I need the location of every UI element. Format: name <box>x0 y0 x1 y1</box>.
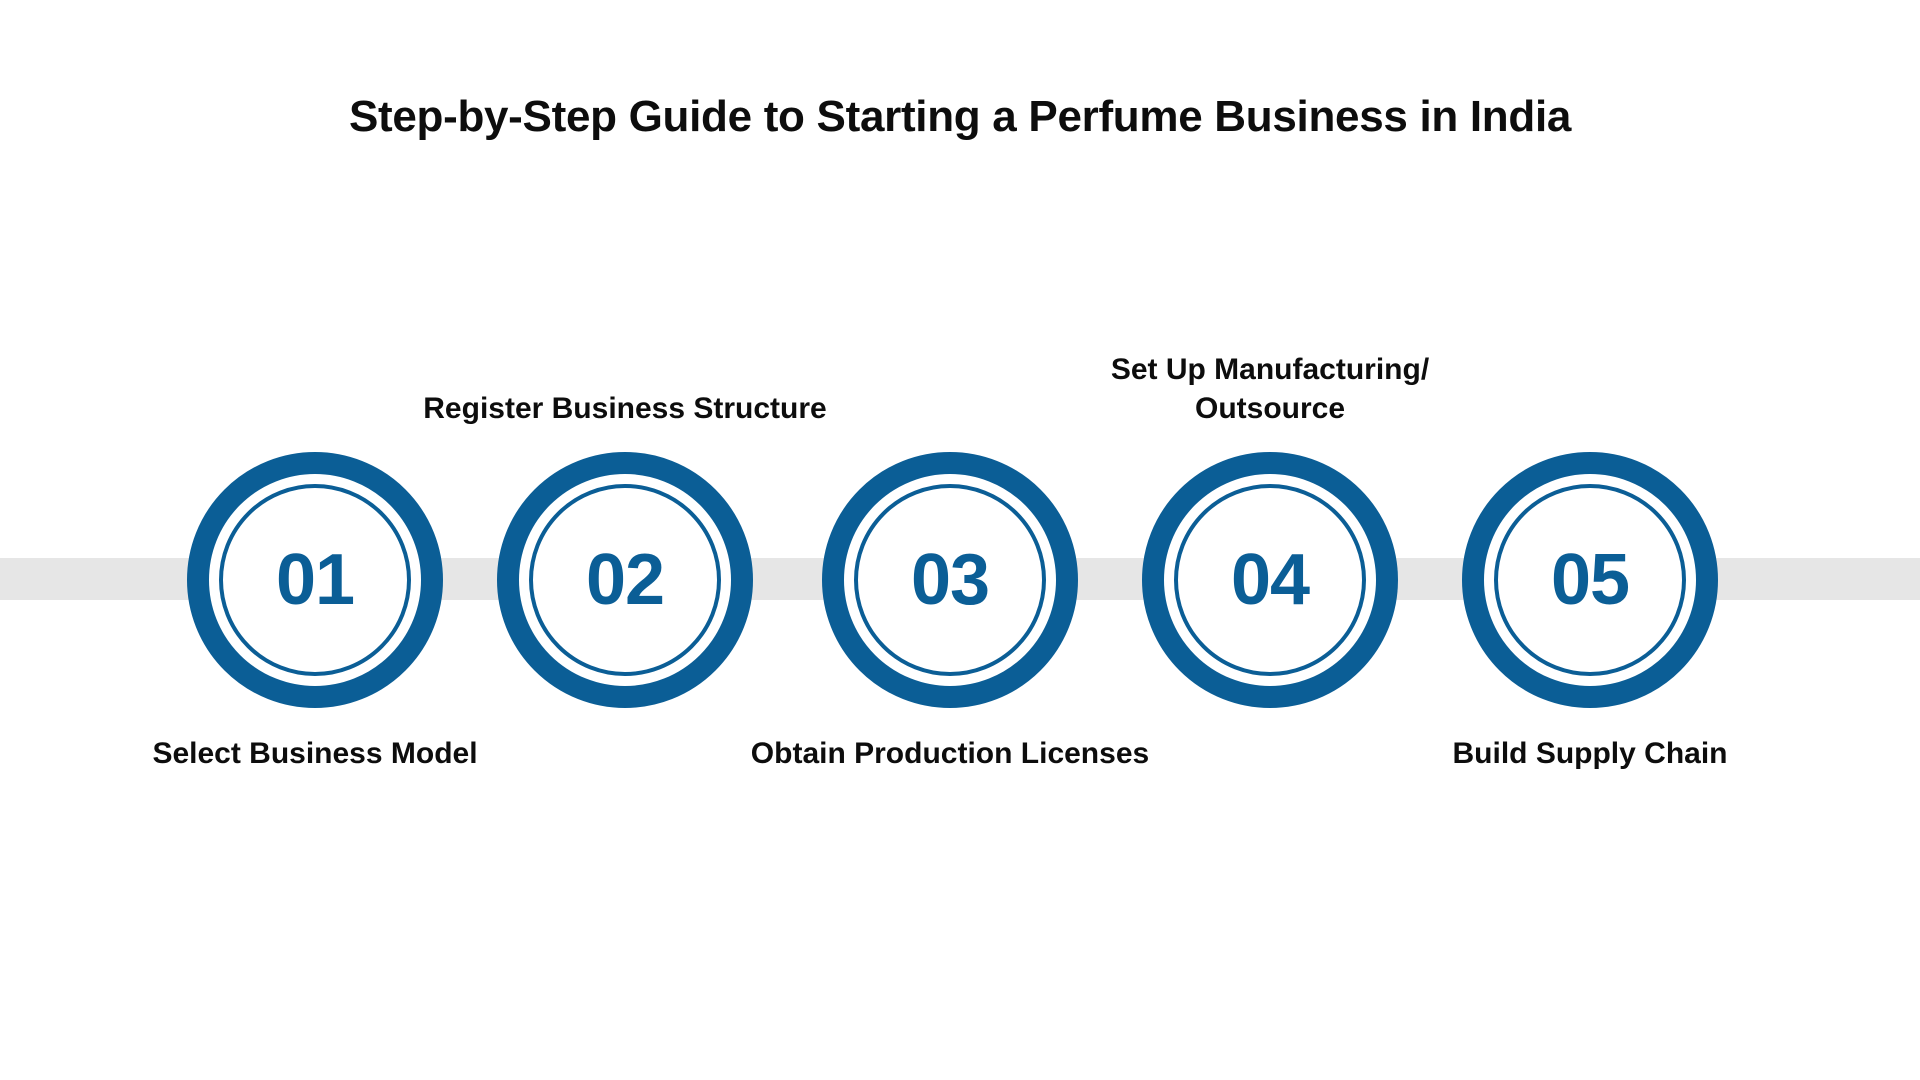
step-badge-inner-ring-05 <box>1494 484 1686 676</box>
step-number-04: 04 <box>1230 540 1310 620</box>
step-item-04[interactable]: Set Up Manufacturing/ Outsource 04 <box>1111 353 1429 708</box>
step-item-02[interactable]: Register Business Structure 02 <box>423 392 827 708</box>
step-badge-01[interactable]: 01 <box>187 452 443 708</box>
step-badge-03[interactable]: 03 <box>822 452 1078 708</box>
step-label-01: Select Business Model <box>152 737 478 770</box>
step-badge-inner-ring-01 <box>219 484 411 676</box>
step-badge-04[interactable]: 04 <box>1142 452 1398 708</box>
step-badge-05[interactable]: 05 <box>1462 452 1718 708</box>
step-number-03: 03 <box>910 540 990 620</box>
step-label-05: Build Supply Chain <box>1452 737 1728 770</box>
page-title: Step-by-Step Guide to Starting a Perfume… <box>348 92 1572 141</box>
step-badge-inner-ring-04 <box>1174 484 1366 676</box>
step-number-01: 01 <box>275 540 355 620</box>
step-number-02: 02 <box>585 540 665 620</box>
step-label-02: Register Business Structure <box>423 392 827 425</box>
step-badge-inner-ring-02 <box>529 484 721 676</box>
step-item-05[interactable]: Build Supply Chain 05 <box>1453 452 1728 770</box>
step-item-01[interactable]: Select Business Model 01 <box>152 452 478 770</box>
step-item-03[interactable]: Obtain Production Licenses 03 <box>751 452 1149 770</box>
step-number-05: 05 <box>1550 540 1630 620</box>
step-label-04: Set Up Manufacturing/ Outsource <box>1110 353 1430 425</box>
step-label-03: Obtain Production Licenses <box>750 737 1150 770</box>
step-badge-inner-ring-03 <box>854 484 1046 676</box>
step-badge-02[interactable]: 02 <box>497 452 753 708</box>
